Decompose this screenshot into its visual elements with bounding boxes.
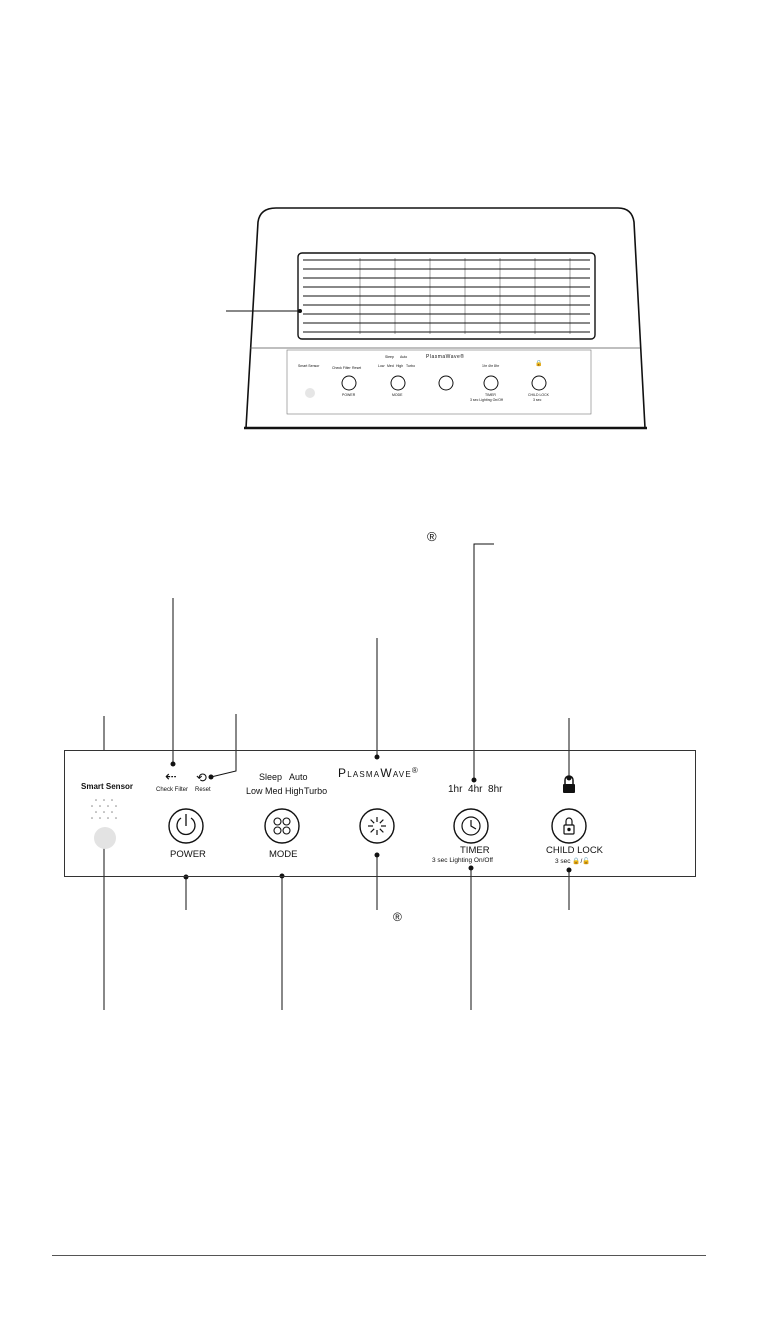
mini-childlock-label: CHILD LOCK [528,393,550,397]
mini-brand-logo: PlasmaWave® [426,354,465,360]
plasmawave-button[interactable] [360,809,394,843]
unit-grille-frame [297,252,596,340]
unit-body-outline [245,207,646,429]
timer-button[interactable] [454,809,488,843]
check-filter-icon: ⇠ [165,768,177,784]
timer-sublabel: 3 sec Lighting On/Off [432,857,493,864]
mode-label: MODE [269,849,298,860]
grille-callout-dot [298,309,302,313]
plasmawave-logo-mark: ® [411,766,419,775]
mode-high-label: High [285,786,304,796]
timer-options-label: 1hr 4hr 8hr [448,784,503,795]
unit-grille-slats [303,258,590,334]
timer-label: TIMER [460,845,490,856]
mini-sensor-dot [305,388,315,398]
mini-plasmawave-button [438,375,454,391]
mini-childlock-button [531,375,547,391]
lock-closed-icon: 🔒 [572,858,581,865]
callout-registered-mark-bottom: ® [393,910,402,924]
mode-button[interactable] [265,809,299,843]
mini-power-button [341,375,357,391]
mini-panel-frame [286,349,592,415]
unit-illustration [226,207,647,430]
mini-mode-bottom-turbo: Turbo [406,364,416,368]
power-label: POWER [170,849,206,860]
mini-lock-icon: 🔒 [535,361,543,367]
footer-rule [52,1255,706,1256]
mini-check-filter-label: Check Filter [332,366,351,370]
smart-sensor-label: Smart Sensor [81,782,134,791]
reset-label: Reset [195,787,211,793]
mini-childlock-sub: 3 sec [533,398,542,402]
mini-mode-label: MODE [392,393,403,397]
childlock-label: CHILD LOCK [546,845,604,856]
plasmawave-logo: PlasmaWave® [338,766,419,780]
mini-mode-bottom-low: Low [378,364,385,368]
mini-mode-top-auto: Auto [400,355,408,359]
mini-timer-label: TIMER [485,393,496,397]
reset-icon: ⟲ [196,770,207,785]
mode-turbo-label: Turbo [304,786,328,796]
mini-reset-label: Reset [352,366,362,370]
mode-low-label: Low [246,786,263,796]
mini-timer-options: 1hr 4hr 8hr [482,364,500,368]
mini-mode-bottom-med: Med [387,364,394,368]
lock-open-icon: 🔓 [582,858,591,865]
mode-sleep-label: Sleep [259,772,283,782]
mini-timer-sub: 3 sec Lighting On/Off [470,398,503,402]
control-panel [64,750,696,877]
power-button[interactable] [169,809,203,843]
mini-power-label: POWER [342,393,356,397]
callout-timer-options [473,543,494,780]
mini-mode-bottom-high: High [396,364,404,368]
mini-mode-button [390,375,406,391]
check-filter-label: Check Filter [156,787,189,793]
mini-mode-top-sleep: Sleep [385,355,394,359]
callout-registered-mark-top: ® [427,529,437,544]
mode-med-label: Med [265,786,283,796]
childlock-button[interactable] [552,809,586,843]
mode-auto-label: Auto [289,772,308,782]
plasmawave-logo-text: PlasmaWave [338,766,412,780]
childlock-sublabel: 3 sec 🔒/🔓 [555,858,591,865]
mini-timer-button [483,375,499,391]
mini-smart-sensor-label: Smart Sensor [298,364,320,368]
